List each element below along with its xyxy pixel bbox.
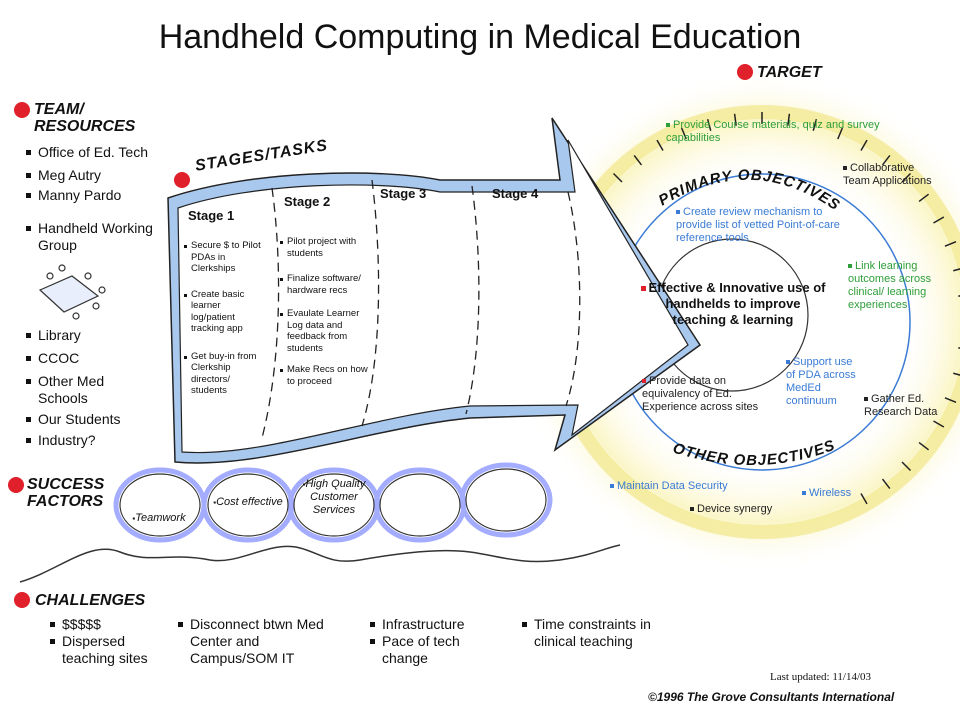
task-item: Get buy-in from Clerkship directors/ stu…	[184, 351, 264, 397]
challenge-item: Disconnect btwn Med Center and Campus/SO…	[176, 616, 351, 667]
target-tick	[901, 172, 912, 183]
target-tick	[860, 139, 868, 151]
team-item: Library	[24, 327, 134, 344]
success-label-line2: FACTORS	[27, 493, 104, 510]
team-item: Meg Autry	[24, 167, 154, 184]
challenges-bullet	[14, 592, 30, 608]
target-tick	[901, 461, 912, 472]
task-item: Evaulate Learner Log data and feedback f…	[280, 308, 372, 354]
challenges-col-2: Disconnect btwn Med Center and Campus/SO…	[176, 616, 351, 667]
team-item: Our Students	[24, 411, 134, 428]
target-outer-glow	[512, 72, 960, 572]
target-tick	[944, 240, 957, 247]
task-item: Pilot project with students	[280, 236, 372, 259]
challenges-col-4: Time constraints in clinical teaching	[520, 616, 660, 650]
team-item: Other Med Schools	[24, 373, 134, 407]
stage-2-title: Stage 2	[284, 194, 331, 209]
stage-3-title: Stage 3	[380, 186, 427, 201]
team-list-bottom: Library CCOC Other Med Schools Our Stude…	[24, 327, 134, 449]
success-bullet	[8, 477, 24, 493]
objective-wireless: Wireless	[802, 487, 872, 500]
objective-gather-research: Gather Ed. Research Data	[864, 393, 938, 418]
stage-1-tasks: Secure $ to Pilot PDAs in Clerkships Cre…	[184, 240, 264, 407]
working-group-sketch	[38, 264, 106, 320]
team-list-top: Office of Ed. Tech Meg Autry Manny Pardo…	[24, 144, 154, 254]
team-item: Manny Pardo	[24, 187, 154, 204]
challenge-item: Dispersed teaching sites	[48, 633, 168, 667]
target-tick	[656, 139, 664, 151]
target-tick	[680, 127, 687, 140]
objective-device-synergy: Device synergy	[690, 503, 800, 516]
challenges-col-1: $$$$$ Dispersed teaching sites	[48, 616, 168, 667]
task-item: Create basic learner log/patient trackin…	[184, 289, 264, 335]
success-swirl-outlines	[119, 468, 547, 537]
success-label-line1: SUCCESS	[27, 476, 105, 493]
target-tick	[881, 478, 891, 490]
task-item: Make Recs on how to proceed	[280, 364, 372, 387]
team-label: TEAM/ RESOURCES	[34, 101, 135, 135]
challenges-mountains	[19, 544, 621, 583]
team-item: Industry?	[24, 432, 134, 449]
task-item: Secure $ to Pilot PDAs in Clerkships	[184, 240, 264, 275]
target-tick	[944, 397, 957, 404]
team-label-line2: RESOURCES	[34, 118, 136, 135]
target-tick	[933, 216, 945, 224]
page-title: Handheld Computing in Medical Education	[158, 18, 802, 56]
target-tick	[787, 113, 791, 126]
challenge-item: $$$$$	[48, 616, 168, 633]
target-tick	[953, 372, 960, 376]
objective-review-mechanism: Create review mechanism to provide list …	[676, 206, 840, 244]
team-item: Office of Ed. Tech	[24, 144, 154, 161]
stage-2-tasks: Pilot project with students Finalize sof…	[280, 236, 372, 397]
target-tick	[612, 172, 623, 183]
center-objective: Effective & Innovative use of handhelds …	[640, 280, 826, 328]
target-tick	[933, 420, 945, 428]
objective-support-pda: Support use of PDA across MedEd continuu…	[786, 356, 856, 407]
team-bullet	[14, 102, 30, 118]
stages-arrow-inner	[177, 139, 689, 454]
objective-data-security: Maintain Data Security	[610, 480, 770, 493]
objective-link-learning: Link learning outcomes across clinical/ …	[848, 260, 932, 311]
target-tick	[881, 154, 891, 166]
challenges-col-3: Infrastructure Pace of tech change	[368, 616, 488, 667]
challenge-item: Pace of tech change	[368, 633, 488, 667]
objective-course-materials: Provide Course materials, quiz and surve…	[666, 119, 880, 144]
target-label: TARGET	[757, 64, 822, 81]
stage-4-title: Stage 4	[492, 186, 539, 201]
team-label-line1: TEAM/	[34, 101, 84, 118]
target-tick	[918, 193, 930, 203]
task-item: Finalize software/ hardware recs	[280, 273, 372, 296]
success-factor-cost: ▪Cost effective	[213, 496, 283, 508]
team-item: CCOC	[24, 350, 134, 367]
target-tick	[918, 441, 930, 451]
stage-1-title: Stage 1	[188, 208, 235, 223]
last-updated: Last updated: 11/14/03	[770, 671, 872, 683]
target-tick	[633, 154, 643, 166]
target-bullet	[737, 64, 753, 80]
objective-collaborative: Collaborative Team Applications	[843, 162, 932, 187]
success-factor-quality: ▪High Quality Customer Services	[302, 478, 366, 516]
target-tick	[733, 113, 737, 126]
target-tick	[812, 118, 818, 131]
target-tick	[953, 268, 960, 272]
challenge-item: Infrastructure	[368, 616, 488, 633]
team-item: Handheld Working Group	[24, 220, 154, 254]
center-objective-text: Effective & Innovative use of handhelds …	[648, 280, 826, 327]
center-bullet	[640, 286, 646, 292]
stage-dividers	[261, 179, 581, 439]
objective-provide-data: Provide data on equivalency of Ed. Exper…	[642, 375, 759, 413]
stages-bullet	[174, 172, 190, 188]
target-tick	[837, 127, 844, 140]
success-swirls	[113, 462, 553, 543]
success-label: SUCCESS FACTORS	[27, 476, 104, 510]
success-factor-teamwork: ▪Teamwork	[132, 512, 186, 524]
target-tick	[860, 493, 868, 505]
target-tick	[706, 118, 712, 131]
challenges-label: CHALLENGES	[35, 592, 146, 609]
challenge-item: Time constraints in clinical teaching	[520, 616, 660, 650]
copyright: ©1996 The Grove Consultants Internationa…	[648, 690, 895, 704]
